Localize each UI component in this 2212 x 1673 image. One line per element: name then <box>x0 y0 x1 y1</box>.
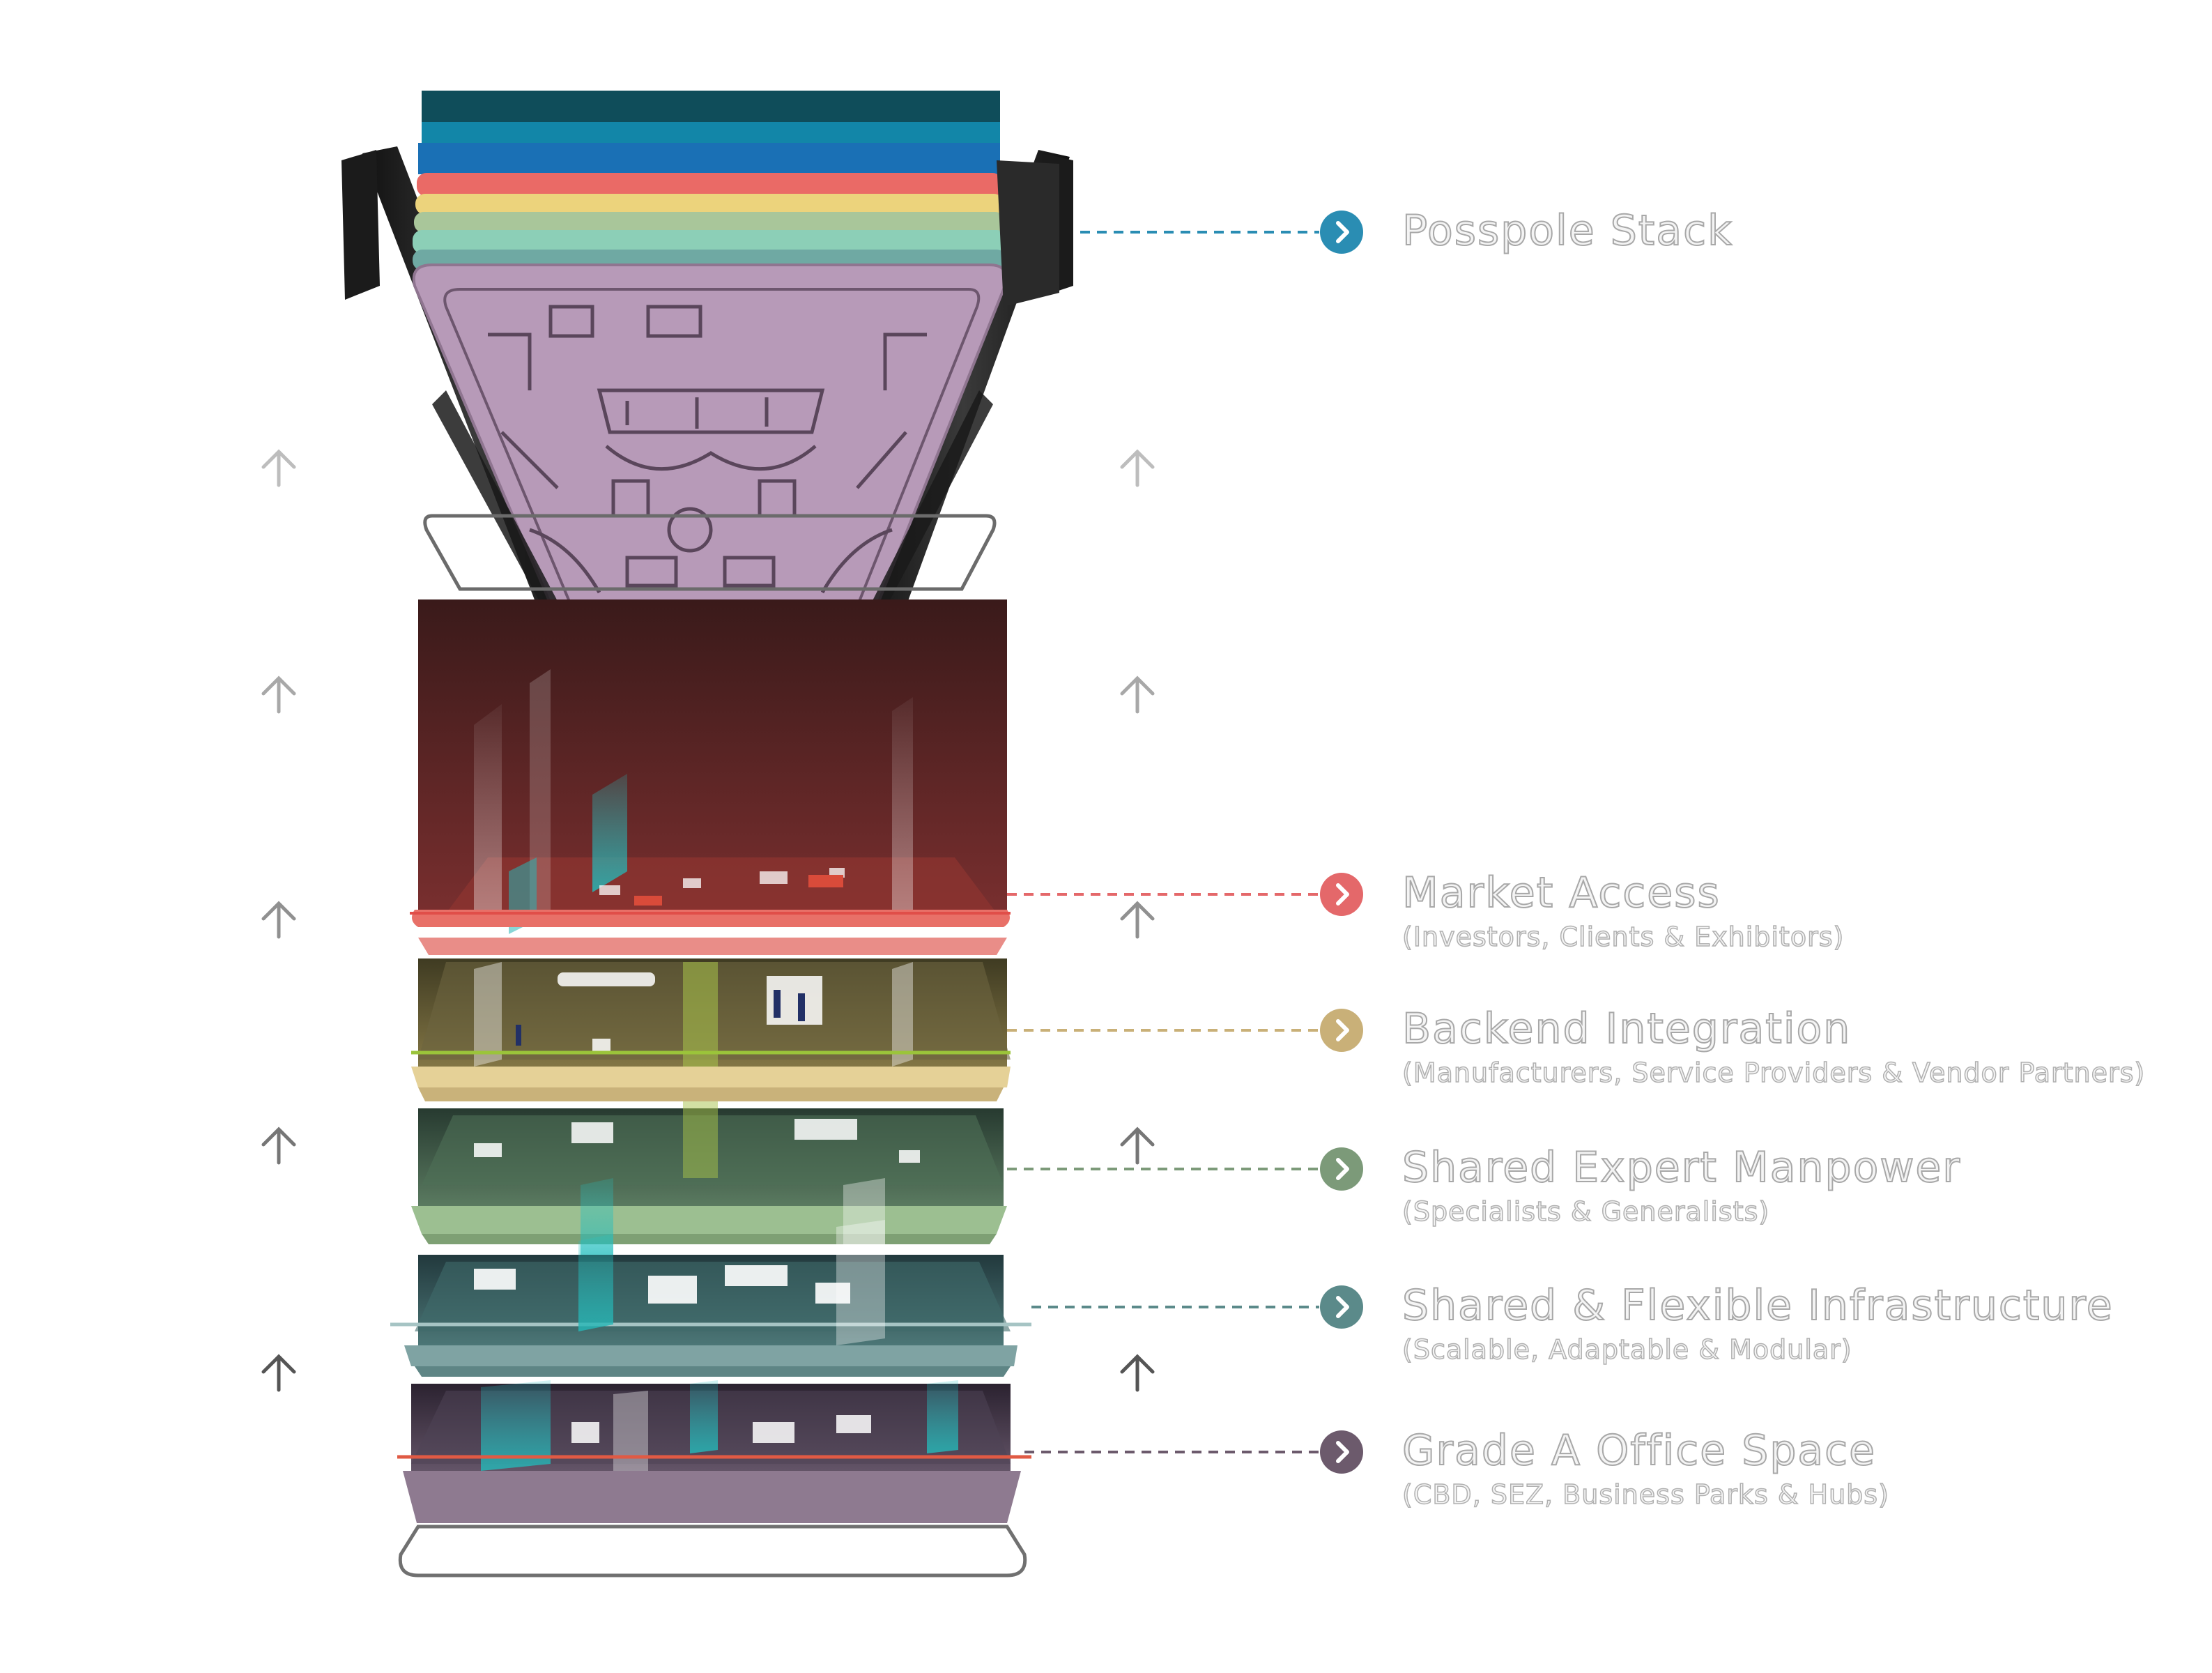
stack-sheet-green <box>414 212 1005 233</box>
layer-title: Shared & Flexible Infrastructure <box>1401 1281 2114 1330</box>
chevron-right-icon[interactable] <box>1320 1430 1363 1474</box>
chevron-right-icon[interactable] <box>1320 1009 1363 1052</box>
layer-label-stack: Posspole Stack <box>1401 206 1733 255</box>
chevron-right-icon[interactable] <box>1320 1285 1363 1329</box>
stack-sheet-coral <box>417 173 1002 197</box>
layer-label-market: Market Access (Investors, Clients & Exhib… <box>1401 869 1845 952</box>
arrow-up-icon <box>1120 449 1155 487</box>
arrow-up-icon <box>1120 675 1155 714</box>
layer-subtitle: (CBD, SEZ, Business Parks & Hubs) <box>1401 1479 1889 1510</box>
layer-title: Grade A Office Space <box>1401 1426 1877 1475</box>
arrow-up-icon <box>261 1354 296 1392</box>
layer-title: Market Access <box>1401 869 1721 917</box>
backend-integration-layer <box>411 958 1011 1101</box>
layer-label-manpower: Shared Expert Manpower (Specialists & Gen… <box>1401 1143 1961 1227</box>
shared-flexible-infrastructure-layer <box>390 1220 1031 1377</box>
layer-title: Shared Expert Manpower <box>1401 1143 1961 1192</box>
stack-sheet-blue <box>418 143 1000 174</box>
arrow-up-icon <box>1120 1354 1155 1392</box>
layer-label-backend: Backend Integration (Manufacturers, Servi… <box>1401 1004 2146 1088</box>
chevron-right-icon[interactable] <box>1320 873 1363 916</box>
layer-subtitle: (Specialists & Generalists) <box>1401 1196 1770 1227</box>
grade-a-office-space-layer <box>397 1380 1031 1577</box>
chevron-right-icon[interactable] <box>1320 211 1363 254</box>
layer-label-infrastructure: Shared & Flexible Infrastructure (Scalabl… <box>1401 1281 2114 1365</box>
posspole-floor-plan-card <box>412 263 1008 636</box>
stack-sheet-mint <box>413 230 1006 254</box>
layer-title: Backend Integration <box>1401 1004 1852 1053</box>
arrow-up-icon <box>261 1126 296 1165</box>
market-access-layer <box>410 599 1011 1032</box>
up-arrows <box>261 449 1155 1392</box>
layer-label-office: Grade A Office Space (CBD, SEZ, Business … <box>1401 1426 1889 1510</box>
posspole-stack-module <box>341 91 1073 645</box>
arrow-up-icon <box>1120 1126 1155 1165</box>
layer-subtitle: (Scalable, Adaptable & Modular) <box>1401 1334 1852 1365</box>
layer-title: Posspole Stack <box>1401 206 1733 255</box>
layer-subtitle: (Manufacturers, Service Providers & Vend… <box>1401 1057 2146 1088</box>
arrow-up-icon <box>261 449 296 487</box>
chevron-right-icon[interactable] <box>1320 1147 1363 1191</box>
arrow-up-icon <box>261 675 296 714</box>
arrow-up-icon <box>1120 901 1155 939</box>
arrow-up-icon <box>261 901 296 939</box>
shared-expert-manpower-layer <box>411 1101 1007 1331</box>
layer-subtitle: (Investors, Clients & Exhibitors) <box>1401 922 1845 952</box>
leader-lines <box>1007 231 1319 1453</box>
stack-sheet-yellow <box>415 194 1004 215</box>
